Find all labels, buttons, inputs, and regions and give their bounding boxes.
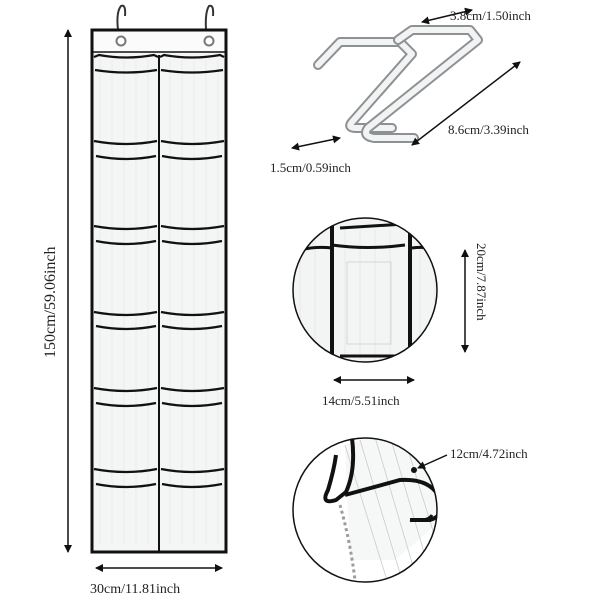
pocket-detail <box>292 217 438 363</box>
hook-top-arrow <box>421 7 473 25</box>
door-hooks <box>313 25 483 143</box>
hook-depth-arrow <box>411 61 521 146</box>
width-label: 30cm/11.81inch <box>90 582 181 597</box>
pocket-height-label: 20cm/7.87inch <box>474 243 489 321</box>
pocket-depth-arrow <box>417 454 448 469</box>
height-label: 150cm/59.06inch <box>42 246 59 358</box>
pocket-depth-label: 12cm/4.72inch <box>450 446 528 461</box>
hook-thickness-label: 1.5cm/0.59inch <box>270 160 351 175</box>
door-organizer <box>90 4 228 554</box>
hook-thickness-arrow <box>291 135 341 151</box>
hook-depth-label: 8.6cm/3.39inch <box>448 122 529 137</box>
hook-top-label: 3.8cm/1.50inch <box>450 8 531 23</box>
pocket-width-label: 14cm/5.51inch <box>322 393 400 408</box>
depth-detail <box>292 437 438 583</box>
